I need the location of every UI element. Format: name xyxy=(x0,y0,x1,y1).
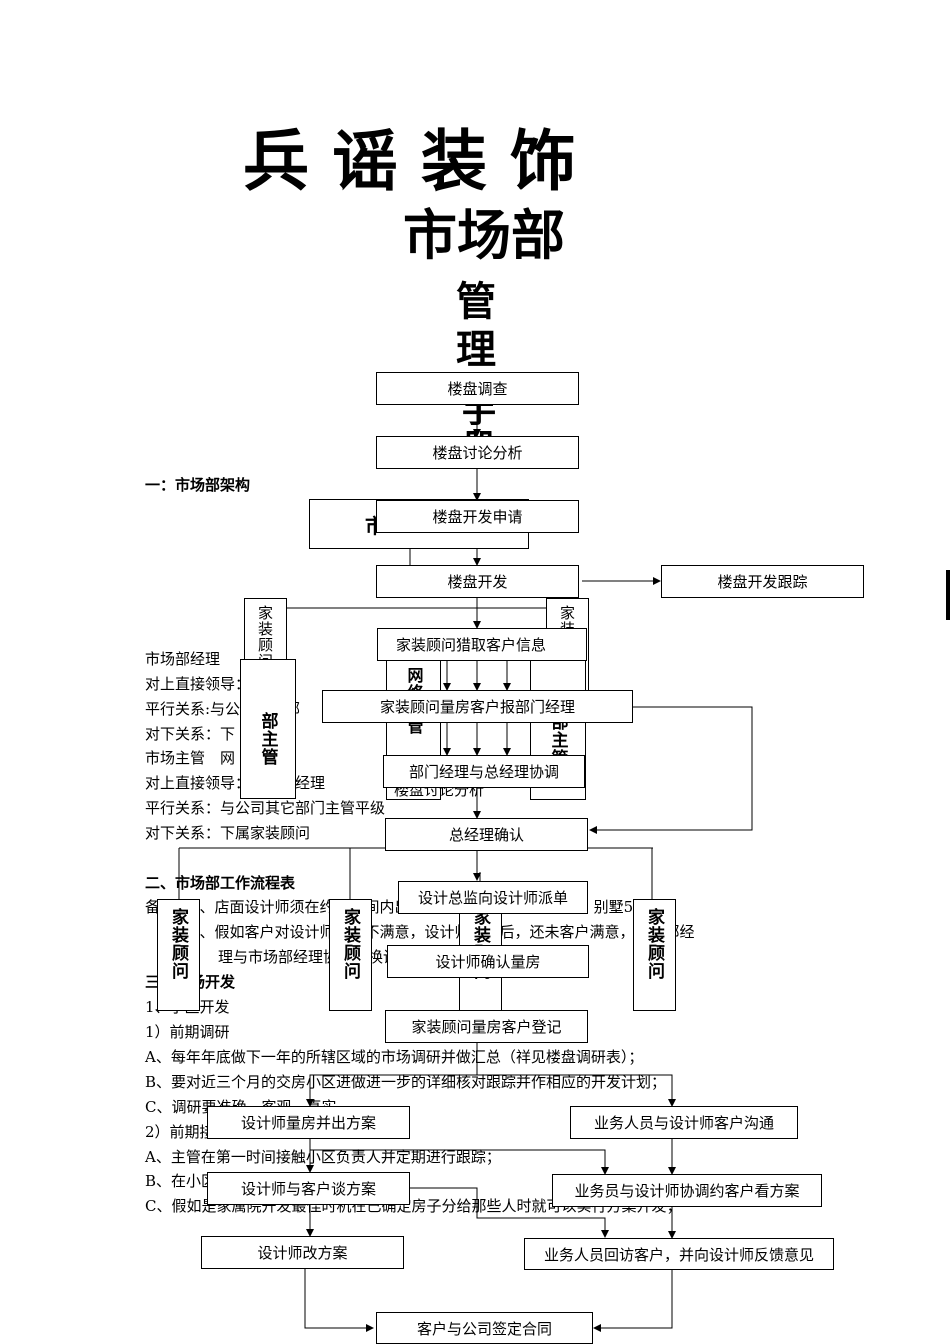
flow-coordinate: 部门经理与总经理协调 xyxy=(383,755,585,788)
flow-confirm: 总经理确认 xyxy=(385,818,588,851)
section2-heading: 二、市场部工作流程表 xyxy=(145,874,296,892)
section2-note-2: 2、假如客户对设计师方案不满意，设计师修改后，还未客户满意，设计部经 xyxy=(190,923,695,941)
flow-appointment: 业务员与设计师协调约客户看方案 xyxy=(552,1174,822,1207)
section1-line: 市场部经理 xyxy=(145,650,221,668)
page-edge-mark xyxy=(946,570,950,620)
flow-survey: 楼盘调查 xyxy=(376,372,579,405)
org-consultant-bottom-2: 家装顾问 xyxy=(329,899,372,1011)
flow-track: 楼盘开发跟踪 xyxy=(661,565,864,598)
management-title-1: 管 xyxy=(456,278,496,325)
flow-revise: 设计师改方案 xyxy=(201,1236,404,1269)
section3-line: 1）前期调研 xyxy=(145,1023,230,1041)
section1-line: 对下关系：下 xyxy=(145,725,236,743)
section2-note-2-cont: 理与市场部经理协调更换设计师 xyxy=(218,948,429,966)
flow-report: 家装顾问量房客户报部门经理 xyxy=(322,690,633,723)
flow-measure-plan: 设计师量房并出方案 xyxy=(207,1106,410,1139)
section3-line: B、要对近三个月的交房小区进做进一步的详细核对跟踪并作相应的开发计划； xyxy=(145,1073,667,1091)
flow-acquire: 家装顾问猎取客户信息 xyxy=(377,628,587,661)
flow-discuss: 楼盘讨论分析 xyxy=(376,436,579,469)
org-supervisor-left: 部主管 xyxy=(240,659,296,799)
section1-heading: 一：市场部架构 xyxy=(145,476,251,494)
company-title: 兵 谣 装 饰 xyxy=(243,122,576,200)
flow-contract: 客户与公司签定合同 xyxy=(376,1312,593,1344)
flow-dispatch: 设计总监向设计师派单 xyxy=(398,881,588,914)
flow-measure-confirm: 设计师确认量房 xyxy=(387,945,589,978)
department-title: 市场部 xyxy=(403,203,565,267)
flow-communicate: 业务人员与设计师客户沟通 xyxy=(570,1106,798,1139)
section3-line: A、每年年底做下一年的所辖区域的市场调研并做汇总（祥见楼盘调研表）； xyxy=(145,1048,644,1066)
section1-line: 平行关系：与公司其它部门主管平级 xyxy=(145,799,386,817)
flow-register: 家装顾问量房客户登记 xyxy=(385,1010,588,1043)
flow-develop: 楼盘开发 xyxy=(376,565,579,598)
org-consultant-bottom-1: 家装顾问 xyxy=(157,899,200,1011)
flow-callback: 业务人员回访客户，并向设计师反馈意见 xyxy=(524,1238,834,1270)
section1-line: 市场主管 网 xyxy=(145,749,236,767)
section1-line: 对下关系：下属家装顾问 xyxy=(145,824,311,842)
flow-negotiate: 设计师与客户谈方案 xyxy=(207,1172,410,1205)
flow-apply: 楼盘开发申请 xyxy=(376,500,579,533)
org-consultant-bottom-4: 家装顾问 xyxy=(633,899,676,1011)
flow-callback-label: 业务人员回访客户，并向设计师反馈意见 xyxy=(543,1246,814,1264)
management-title-2: 理 xyxy=(456,326,496,373)
section3-line: A、主管在第一时间接触小区负责人并定期进行跟踪； xyxy=(145,1148,501,1166)
